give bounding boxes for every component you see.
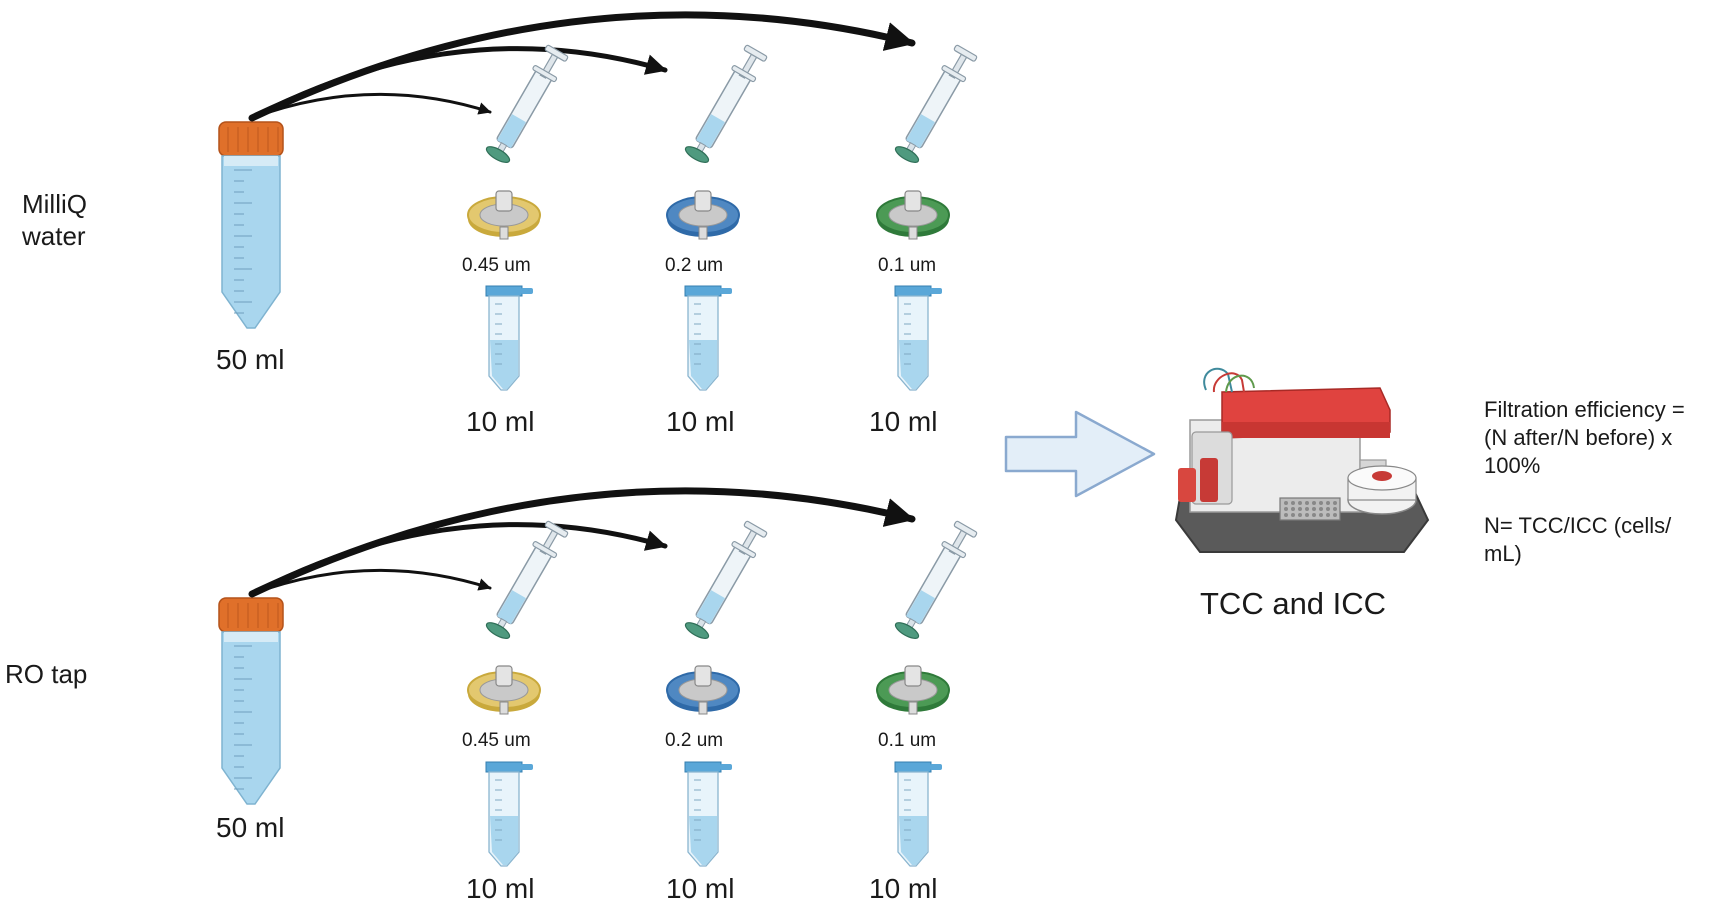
tube-body xyxy=(221,631,281,805)
flow-cytometer-icon xyxy=(1174,367,1430,553)
syringe-filter xyxy=(485,146,511,163)
collection-tube-icon xyxy=(485,761,533,867)
source-volume-label: 50 ml xyxy=(216,812,285,843)
filter-pore-label: 0.1 um xyxy=(878,730,937,751)
tube-liquid xyxy=(689,340,717,389)
syringe-filter xyxy=(485,622,511,639)
syringe-filter-disk-icon xyxy=(876,190,950,240)
transfer-arrow-medium xyxy=(249,46,668,121)
reagent-bottle xyxy=(1178,468,1196,502)
source-tube-icon xyxy=(218,121,284,329)
syringe-icon xyxy=(485,520,569,639)
efficiency-formula: Filtration efficiency = (N after/N befor… xyxy=(1484,397,1685,478)
instrument-label: TCC and ICC xyxy=(1200,586,1387,621)
filtrate-volume-label: 10 ml xyxy=(466,873,535,904)
filter-pore-label: 0.2 um xyxy=(665,730,724,751)
source-volume-label: 50 ml xyxy=(216,344,285,375)
collection-tube-icon xyxy=(684,761,732,867)
syringe-filter-disk-icon xyxy=(666,190,740,240)
syringe-filter-disk-icon xyxy=(876,665,950,715)
syringe-filter-disk-icon xyxy=(666,665,740,715)
filter-pore-label: 0.45 um xyxy=(462,730,531,751)
filtrate-volume-label: 10 ml xyxy=(869,873,938,904)
source-tube-icon xyxy=(218,597,284,805)
transfer-arrow-long xyxy=(248,11,916,122)
filtrate-volume-label: 10 ml xyxy=(666,406,735,437)
collection-tube-icon xyxy=(485,285,533,391)
tube-liquid xyxy=(899,816,927,865)
transfer-arrow-long xyxy=(248,487,916,598)
collection-tube-icon xyxy=(684,285,732,391)
tube-cap xyxy=(684,761,722,773)
syringe-icon xyxy=(485,44,569,163)
tube-liquid xyxy=(689,816,717,865)
transfer-arrow-short xyxy=(250,568,492,596)
tube-cap xyxy=(684,285,722,297)
tube-liquid xyxy=(899,340,927,389)
tube-body xyxy=(221,155,281,329)
syringe-icon xyxy=(894,44,978,163)
tube-cap xyxy=(485,285,523,297)
collection-tube-icon xyxy=(894,761,942,867)
syringe-filter-disk-icon xyxy=(467,190,541,240)
tube-cap xyxy=(894,761,932,773)
cap-icon xyxy=(218,597,284,633)
tube-cap xyxy=(894,285,932,297)
collection-tube-icon xyxy=(894,285,942,391)
syringe-filter xyxy=(684,622,710,639)
syringe-filter xyxy=(894,146,920,163)
filtrate-volume-label: 10 ml xyxy=(869,406,938,437)
syringe-filter xyxy=(894,622,920,639)
transfer-arrow-medium xyxy=(249,522,668,597)
syringe-icon xyxy=(894,520,978,639)
n-definition: N= TCC/ICC (cells/ mL) xyxy=(1484,513,1672,566)
row-label-ro-tap: RO tap xyxy=(5,659,88,689)
cap-icon xyxy=(218,121,284,157)
syringe-filter xyxy=(684,146,710,163)
tube-cap xyxy=(485,761,523,773)
flow-arrow-icon xyxy=(1004,410,1156,498)
syringe-filter-disk-icon xyxy=(467,665,541,715)
well-plate xyxy=(1279,497,1341,521)
filter-pore-label: 0.2 um xyxy=(665,255,724,276)
row-label-milliq-water: MilliQ water xyxy=(22,189,87,251)
filter-pore-label: 0.45 um xyxy=(462,255,531,276)
syringe-icon xyxy=(684,520,768,639)
filtrate-volume-label: 10 ml xyxy=(666,873,735,904)
filtrate-volume-label: 10 ml xyxy=(466,406,535,437)
reagent-bottle xyxy=(1200,458,1218,502)
tube-liquid xyxy=(490,340,518,389)
filter-pore-label: 0.1 um xyxy=(878,255,937,276)
tube-liquid xyxy=(490,816,518,865)
syringe-icon xyxy=(684,44,768,163)
transfer-arrow-short xyxy=(250,92,492,120)
